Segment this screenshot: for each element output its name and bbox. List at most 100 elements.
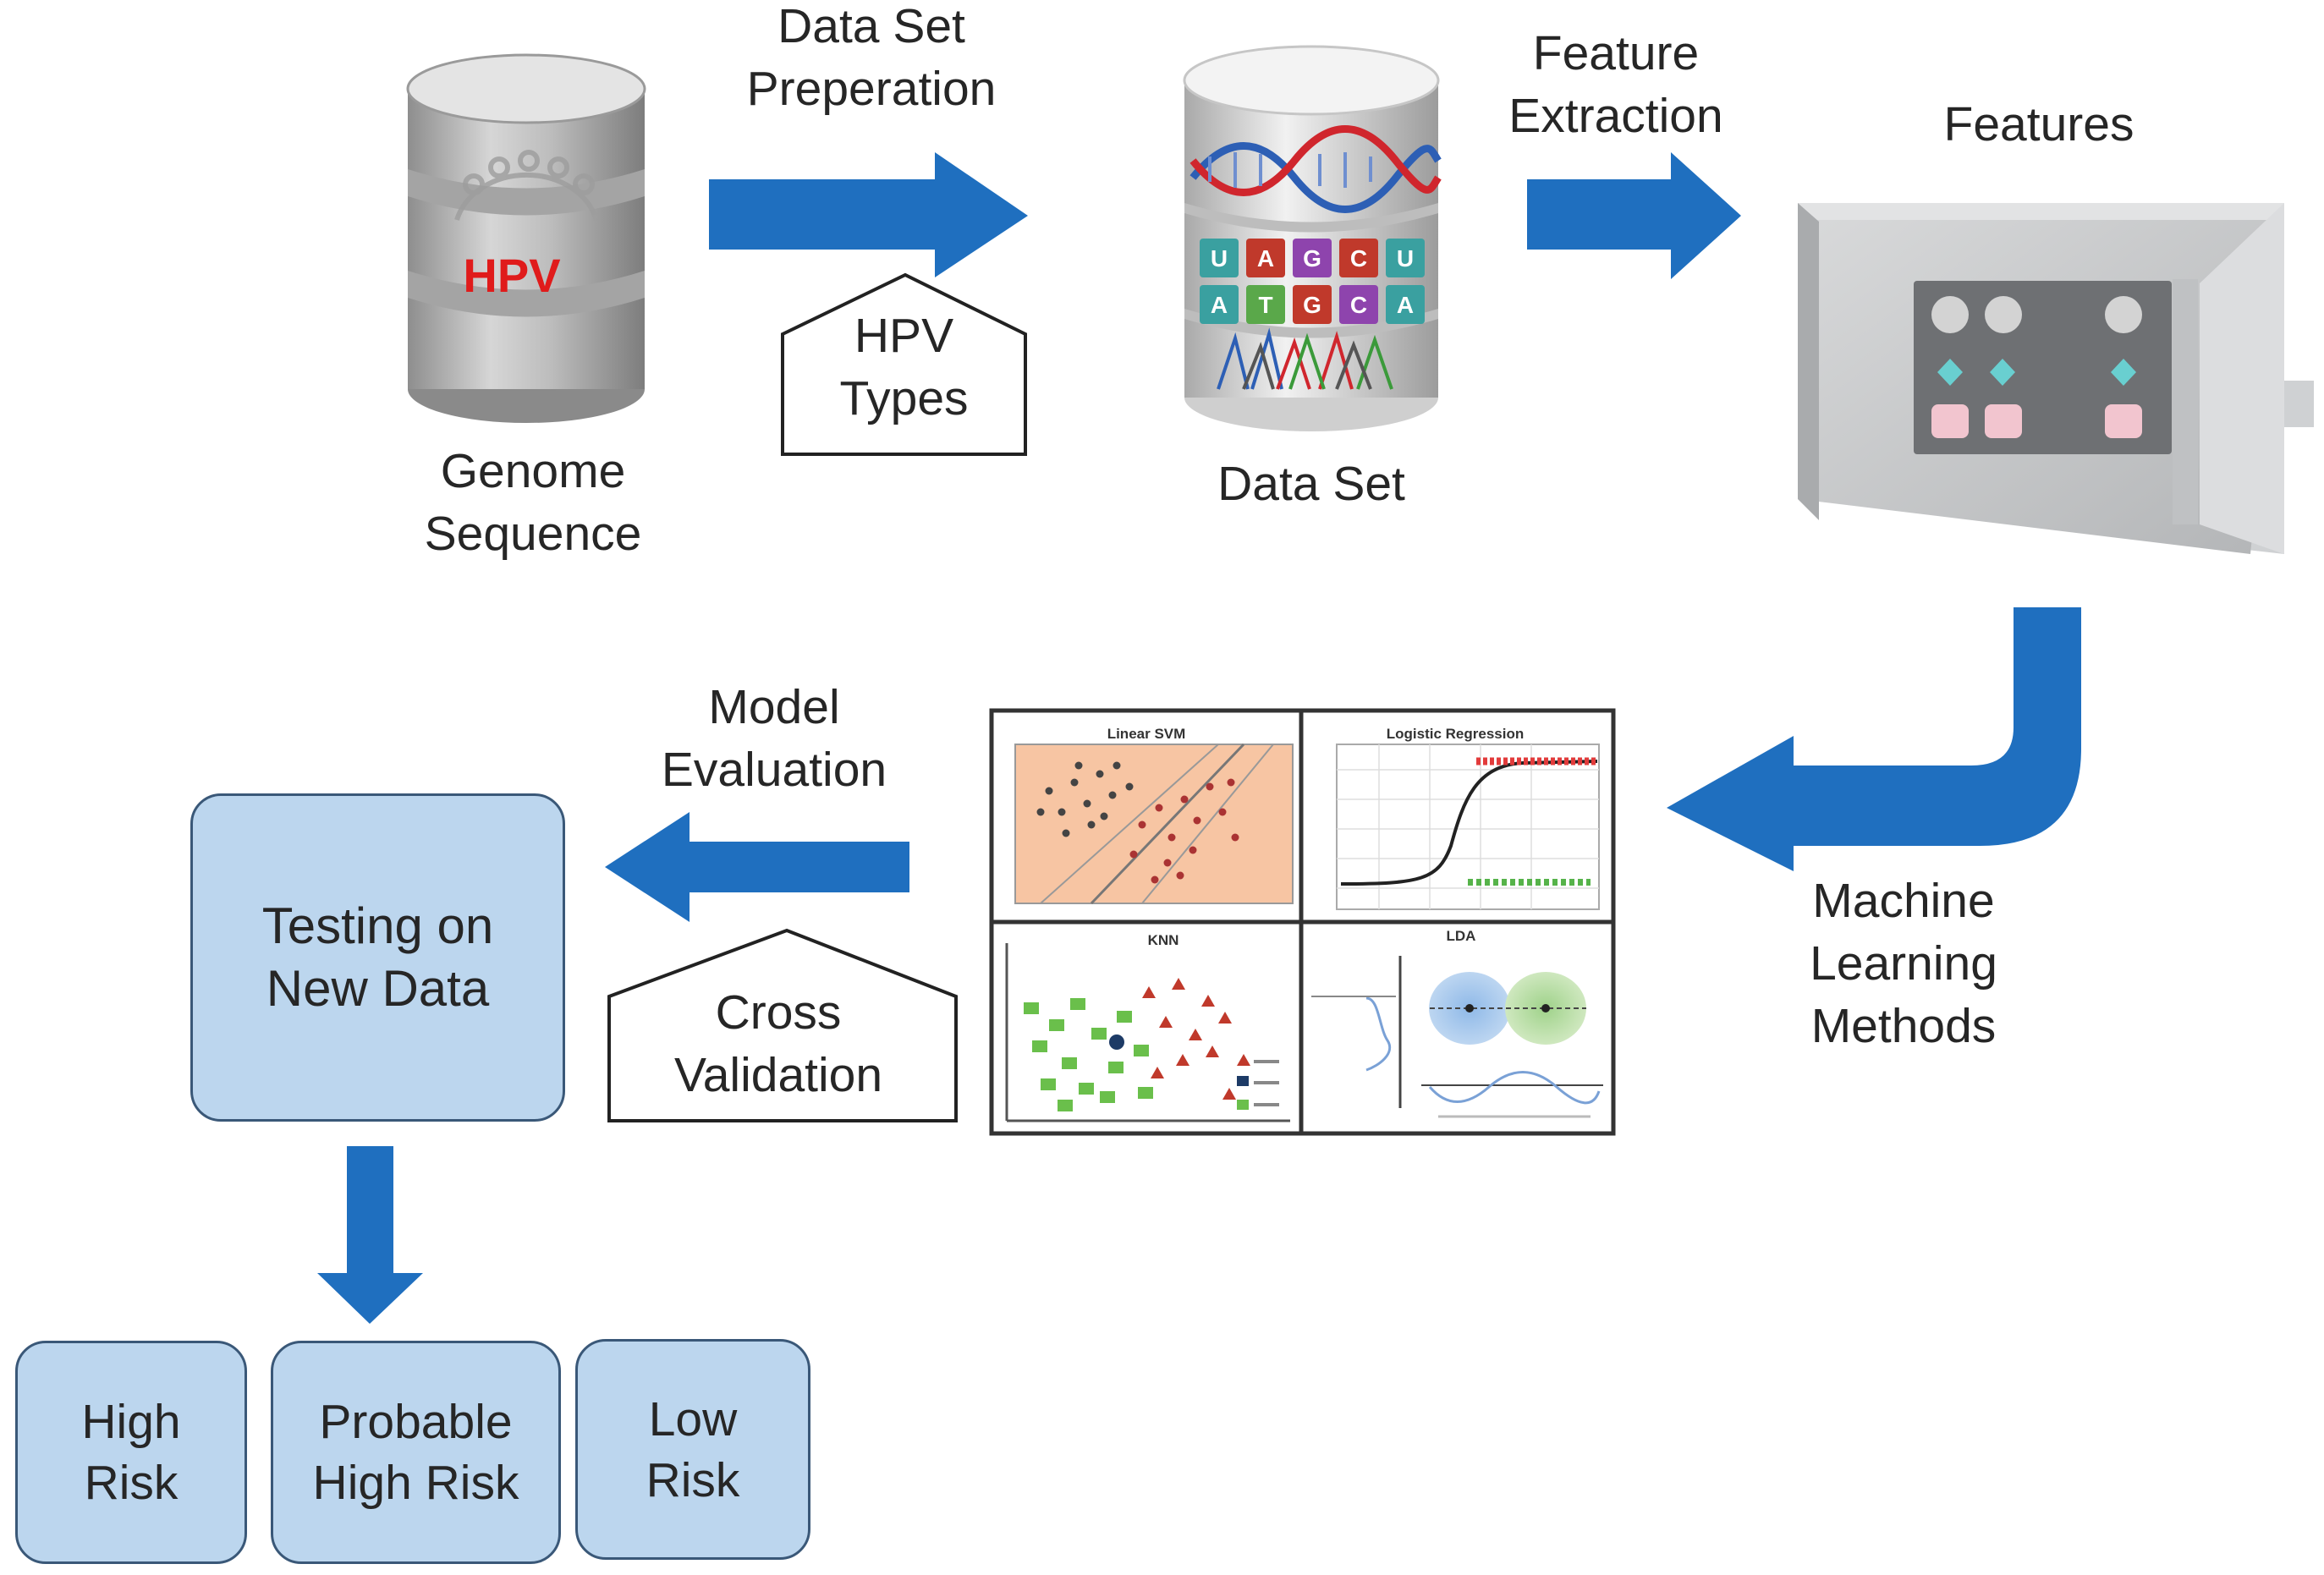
svm-point (1129, 850, 1138, 859)
svm-point (1176, 871, 1184, 880)
low-risk-box: Low Risk (575, 1339, 810, 1560)
nucleotide-tile (1246, 285, 1285, 324)
nucleotide-letter: A (1211, 292, 1228, 318)
nucleotide-tile (1246, 239, 1285, 277)
knn-class-square (1108, 1062, 1124, 1073)
svm-point (1155, 804, 1163, 812)
svm-point (1231, 833, 1239, 842)
knn-class-triangle (1151, 1067, 1164, 1078)
svm-point (1108, 791, 1117, 799)
knn-class-square (1041, 1078, 1056, 1090)
svm-point (1058, 808, 1066, 816)
lda-title: LDA (1447, 928, 1476, 944)
knn-title: KNN (1148, 932, 1179, 948)
high-risk-box: High Risk (15, 1341, 247, 1564)
features-label: Features (1943, 97, 2134, 151)
nucleotide-letter: G (1303, 245, 1321, 272)
knn-class-triangle (1172, 978, 1185, 990)
nucleotide-letter: U (1397, 245, 1414, 272)
svm-point (1045, 787, 1053, 795)
svm-point (1206, 782, 1214, 791)
knn-class-square (1032, 1040, 1047, 1052)
low-risk-label: Low Risk (646, 1391, 740, 1507)
machine-learning-methods-label: Machine Learning Methods (1810, 874, 1997, 1053)
testing-on-new-data-box: Testing on New Data (190, 793, 565, 1122)
nucleotide-letter: C (1350, 292, 1367, 318)
hpv-types-house (781, 272, 1027, 456)
arrow-testing-results (317, 1146, 423, 1324)
genome-sequence-label: Genome Sequence (424, 444, 642, 561)
knn-plot (1005, 943, 1290, 1122)
svm-point (1113, 761, 1121, 770)
feature-extraction-label: Feature Extraction (1508, 26, 1723, 143)
knn-class-triangle (1218, 1012, 1232, 1023)
svm-point (1087, 820, 1096, 829)
model-evaluation-label: Model Evaluation (661, 680, 887, 797)
knn-class-triangle (1201, 995, 1215, 1007)
nucleotide-tile (1293, 239, 1332, 277)
nucleotide-tile (1200, 239, 1239, 277)
knn-class-triangle (1222, 1088, 1236, 1100)
svm-point (1193, 816, 1201, 825)
nucleotide-letter: C (1350, 245, 1367, 272)
data-set-label: Data Set (1217, 457, 1405, 511)
svm-point (1218, 808, 1227, 816)
data-set-preperation-label: Data Set Preperation (746, 0, 997, 116)
cross-validation-label: Cross Validation (673, 985, 883, 1102)
genome-database-icon (406, 53, 646, 423)
features-box-icon (1798, 203, 2314, 554)
svm-point (1180, 795, 1189, 804)
nucleotide-letter: A (1397, 292, 1414, 318)
probable-high-risk-box: Probable High Risk (271, 1341, 561, 1564)
chromatogram-icon (1217, 327, 1393, 390)
hpv-types-label: HPV Types (839, 309, 969, 425)
svm-point (1100, 812, 1108, 820)
arrow-preparation (709, 152, 1028, 277)
logistic-regression-plot (1336, 744, 1600, 910)
knn-class-triangle (1159, 1016, 1173, 1028)
probable-high-risk-label: Probable High Risk (312, 1395, 519, 1510)
svm-point (1062, 829, 1070, 837)
svm-point (1167, 833, 1176, 842)
svm-point (1189, 846, 1197, 854)
nucleotide-tile (1386, 285, 1425, 324)
dna-helix-icon (1189, 125, 1442, 213)
ml-methods-panel (989, 708, 1616, 1136)
knn-class-square (1079, 1083, 1094, 1095)
svm-point (1096, 770, 1104, 778)
knn-class-square (1070, 998, 1085, 1010)
cross-validation-house (607, 928, 958, 1122)
high-risk-label: High Risk (81, 1395, 181, 1510)
nucleotide-letter: T (1258, 292, 1272, 318)
knn-class-triangle (1142, 986, 1156, 998)
svm-title: Linear SVM (1107, 726, 1186, 742)
testing-on-new-data-label: Testing on New Data (261, 897, 494, 1017)
logreg-title: Logistic Regression (1387, 726, 1524, 742)
knn-class-triangle (1189, 1029, 1202, 1040)
svm-point (1036, 808, 1045, 816)
svm-point (1125, 782, 1134, 791)
knn-query-point (1109, 1034, 1124, 1050)
knn-class-square (1024, 1002, 1039, 1014)
svm-point (1138, 820, 1146, 829)
arrow-model-evaluation (605, 812, 909, 922)
arrow-machine-learning (1667, 607, 2081, 871)
svm-point (1163, 859, 1172, 867)
knn-class-square (1100, 1091, 1115, 1103)
hpv-logo-text: HPV (463, 249, 560, 302)
nucleotide-tile (1339, 285, 1378, 324)
knn-class-square (1062, 1057, 1077, 1069)
lda-plot (1311, 956, 1603, 1118)
knn-class-square (1091, 1028, 1107, 1040)
knn-class-square (1049, 1019, 1064, 1031)
knn-class-square (1058, 1100, 1073, 1111)
svm-point (1083, 799, 1091, 808)
knn-class-square (1134, 1045, 1149, 1056)
svm-point (1074, 761, 1083, 770)
nucleotide-tile (1293, 285, 1332, 324)
knn-class-square (1117, 1011, 1132, 1023)
